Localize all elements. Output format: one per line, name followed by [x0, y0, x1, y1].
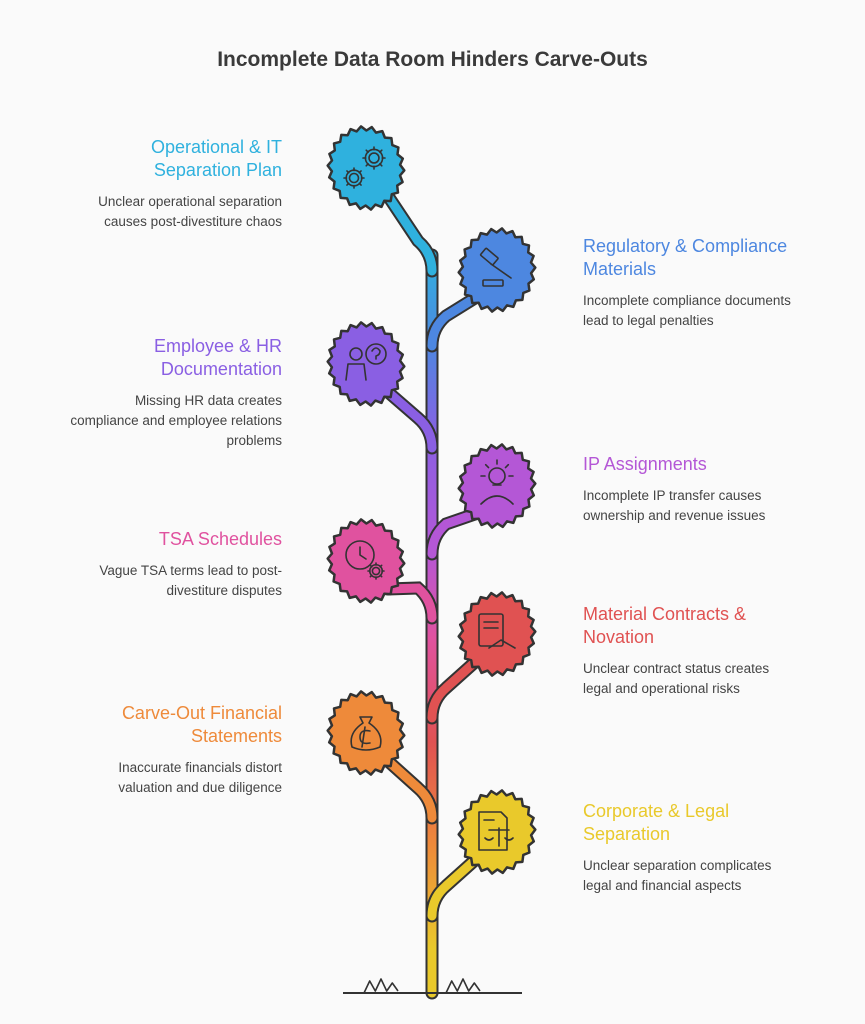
leaf-carve-out-financials — [326, 690, 406, 776]
item-heading: IP Assignments — [583, 454, 707, 474]
grass-tuft — [363, 978, 399, 994]
leaf-shape — [326, 518, 406, 604]
lightbulb-person-icon — [480, 459, 514, 505]
branch — [427, 855, 480, 921]
leaf-shape — [326, 690, 406, 776]
item-material-contracts: Material Contracts &Novation Unclear con… — [583, 603, 845, 699]
branch — [383, 387, 437, 453]
branch — [383, 191, 437, 276]
item-heading: TSA Schedules — [158, 529, 282, 549]
leaf-material-contracts — [457, 591, 537, 677]
leaf-tsa-schedules — [326, 518, 406, 604]
item-ip-assignments: IP Assignments Incomplete IP transfer ca… — [583, 453, 845, 526]
leaf-shape — [457, 789, 537, 875]
leaf-operational-it — [326, 125, 406, 211]
leaf-shape — [457, 591, 537, 677]
page-title: Incomplete Data Room Hinders Carve-Outs — [217, 48, 648, 71]
branch — [427, 657, 480, 723]
leaf-regulatory-compliance — [457, 227, 537, 313]
leaf-employee-hr — [326, 321, 406, 407]
leaf-shape — [326, 321, 406, 407]
leaf-shape — [326, 125, 406, 211]
branch — [427, 509, 480, 559]
leaf-ip-assignments — [457, 443, 537, 529]
leaf-shape — [457, 443, 537, 529]
item-tsa-schedules: TSA Schedules Vague TSA terms lead to po… — [20, 528, 282, 601]
leaf-corporate-legal — [457, 789, 537, 875]
gears-icon — [343, 146, 386, 189]
gavel-icon — [479, 247, 512, 287]
grass-tuft — [445, 978, 481, 994]
employee-question-icon — [345, 343, 387, 381]
branch — [383, 583, 437, 623]
item-description: Vague TSA terms lead to post-divestiture… — [99, 563, 282, 598]
leaf-shape — [457, 227, 537, 313]
branch — [383, 756, 437, 823]
contract-handshake-icon — [478, 613, 516, 649]
item-heading: Material Contracts &Novation — [583, 604, 747, 647]
document-scales-icon — [478, 811, 514, 851]
branch — [427, 293, 480, 351]
money-bag-icon — [350, 716, 382, 751]
clock-gear-icon — [345, 540, 385, 580]
